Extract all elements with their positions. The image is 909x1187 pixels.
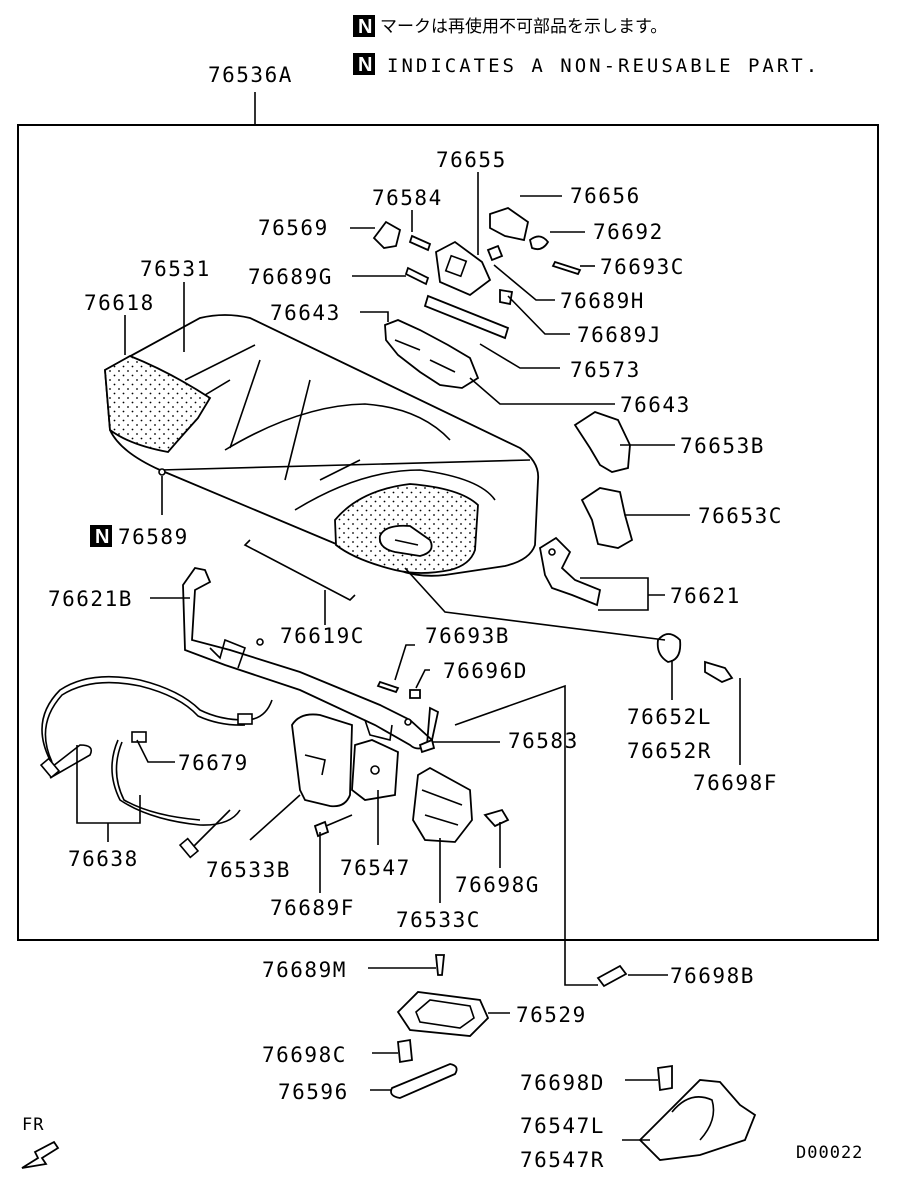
leader-lines [76, 172, 741, 1141]
part-76621-hinge [539, 536, 602, 607]
label-76689J: 76689J [577, 323, 662, 347]
part-76529-housing [396, 991, 490, 1037]
label-76693C: 76693C [600, 255, 685, 279]
part-76698B-bolt [596, 964, 628, 988]
label-76643-upper: 76643 [270, 301, 341, 325]
front-arrow-icon: FR [21, 1115, 60, 1169]
non-reusable-badge-76589 [90, 525, 112, 547]
part-76653B-cover [573, 411, 631, 473]
notice-japanese: マークは再使用不可部品を示します。 [380, 16, 667, 37]
label-76547: 76547 [340, 856, 411, 880]
notice-english: INDICATES A NON-REUSABLE PART. [387, 55, 820, 77]
non-reusable-badge [353, 15, 375, 37]
notice-header: N マークは再使用不可部品を示します。 N INDICATES A NON-RE… [353, 15, 820, 77]
part-76689M-screw [435, 954, 445, 976]
part-76569-bracket [372, 220, 402, 249]
non-reusable-badge-letter: N [358, 16, 372, 38]
label-76573: 76573 [570, 358, 641, 382]
label-76621: 76621 [670, 584, 741, 608]
part-76653C-cover [580, 487, 634, 549]
fasteners [313, 633, 734, 838]
seat-cushion [104, 314, 540, 577]
part-76698C-bolt [397, 1038, 413, 1064]
part-76619C-wire [243, 539, 356, 601]
part-76596-strap [390, 1063, 458, 1099]
label-76652R: 76652R [627, 739, 712, 763]
label-76618: 76618 [84, 291, 155, 315]
assembly-frame [17, 124, 879, 941]
label-76689G: 76689G [248, 265, 333, 289]
part-76643-latch [384, 319, 480, 389]
label-76596: 76596 [278, 1080, 349, 1104]
label-76531: 76531 [140, 257, 211, 281]
part-labels: 76655 76584 76569 76656 76692 76693C 765… [48, 148, 863, 1172]
label-76547R: 76547R [520, 1148, 605, 1172]
label-76569: 76569 [258, 216, 329, 240]
label-76698B: 76698B [670, 964, 755, 988]
label-76655: 76655 [436, 148, 507, 172]
label-76698F: 76698F [693, 771, 778, 795]
fr-label: FR [22, 1115, 44, 1135]
part-76547L-bracket [638, 1079, 757, 1161]
label-76698C: 76698C [262, 1043, 347, 1067]
non-reusable-badge-letter-2: N [358, 54, 372, 76]
label-76589: 76589 [118, 525, 189, 549]
part-76573-strap [423, 294, 510, 340]
label-76643-lower: 76643 [620, 393, 691, 417]
assembly-label: 76536A [208, 63, 293, 87]
diagram-code: D00022 [796, 1143, 863, 1163]
label-76547L: 76547L [520, 1114, 605, 1138]
part-76533C-cover [412, 766, 473, 843]
label-76653B: 76653B [680, 434, 765, 458]
label-76689F: 76689F [270, 896, 355, 920]
part-76698D-bolt [657, 1064, 673, 1092]
label-76679: 76679 [178, 751, 249, 775]
label-76529: 76529 [516, 1003, 587, 1027]
label-76696D: 76696D [443, 659, 528, 683]
part-76589-clip [158, 468, 166, 476]
non-reusable-badge-76589-letter: N [95, 526, 109, 548]
label-76693B: 76693B [425, 624, 510, 648]
label-76533C: 76533C [396, 908, 481, 932]
label-76533B: 76533B [206, 858, 291, 882]
part-76656-bracket [489, 207, 530, 242]
label-76638: 76638 [68, 847, 139, 871]
label-76692: 76692 [593, 220, 664, 244]
label-76583: 76583 [508, 729, 579, 753]
label-76698D: 76698D [520, 1071, 605, 1095]
non-reusable-badge-2 [353, 53, 375, 75]
label-76621B: 76621B [48, 587, 133, 611]
label-76619C: 76619C [280, 624, 365, 648]
label-76584: 76584 [372, 186, 443, 210]
label-76652L: 76652L [627, 705, 712, 729]
part-76533B-cover [291, 713, 353, 808]
label-76689H: 76689H [560, 289, 645, 313]
label-76689M: 76689M [262, 958, 347, 982]
label-76653C: 76653C [698, 504, 783, 528]
label-76656: 76656 [570, 184, 641, 208]
label-76698G: 76698G [455, 873, 540, 897]
part-76638-cables [39, 675, 273, 859]
